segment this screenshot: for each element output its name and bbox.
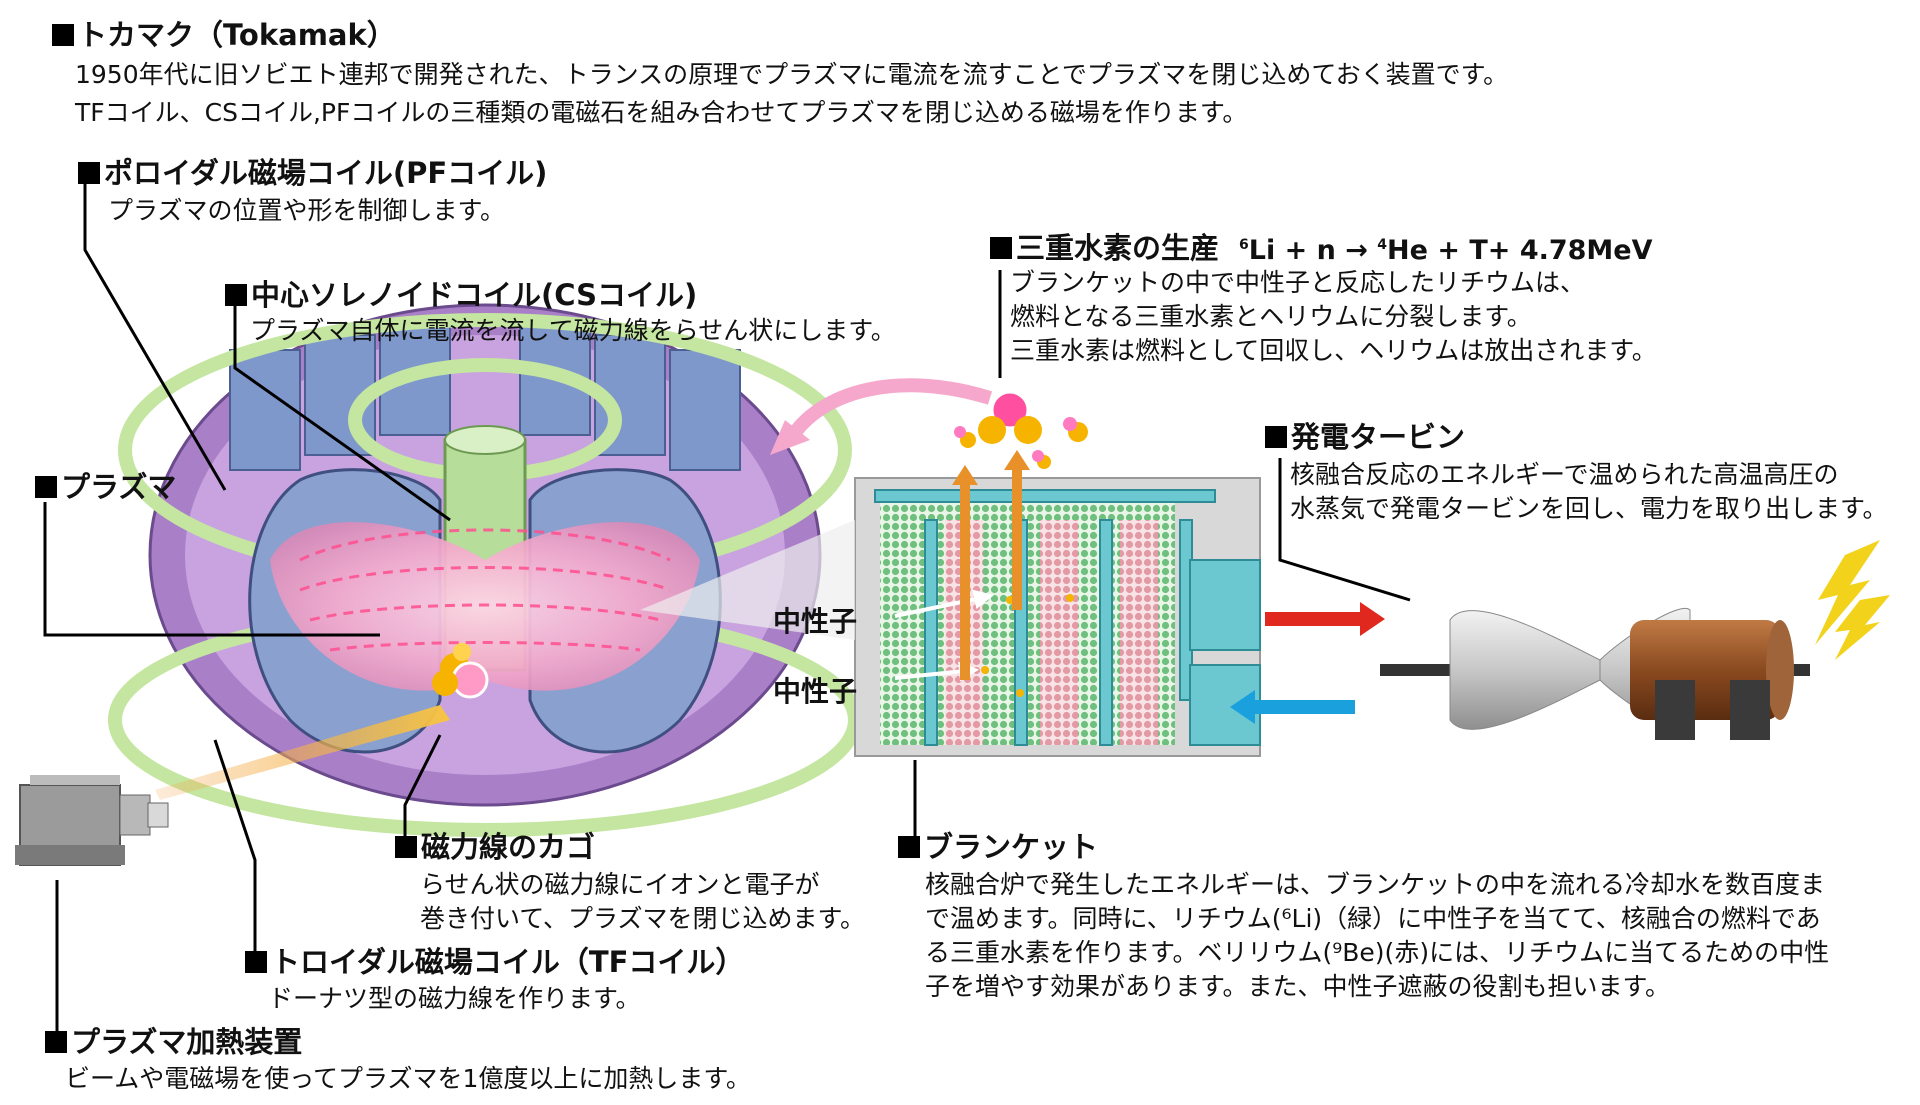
hot-water-arrow: [1265, 612, 1360, 626]
turbine-desc-2: 水蒸気で発電タービンを回し、電力を取り出します。: [1290, 494, 1888, 523]
tritium-desc-3: 三重水素は燃料として回収し、ヘリウムは放出されます。: [1010, 336, 1657, 365]
cold-water-arrow: [1255, 700, 1355, 714]
cage-heading: 磁力線のカゴ: [395, 830, 595, 864]
page-title-text: トカマク（Tokamak）: [78, 18, 396, 52]
neutron-label-1: 中性子: [773, 605, 858, 638]
pf-coil-desc: プラズマの位置や形を制御します。: [108, 196, 506, 225]
zoom-cone: [640, 520, 855, 640]
turbine-desc-1: 核融合反応のエネルギーで温められた高温高圧の: [1290, 460, 1839, 489]
return-arrow: [784, 378, 993, 444]
neutron-label-2: 中性子: [773, 675, 858, 708]
intro-line-2: TFコイル、CSコイル,PFコイルの三種類の電磁石を組み合わせてプラズマを閉じ込…: [75, 98, 1248, 127]
blanket-desc-4: 子を増やす効果があります。また、中性子遮蔽の役割も担います。: [925, 972, 1671, 1001]
blanket-title: ブランケット: [924, 830, 1099, 864]
tf-coil-desc: ドーナツ型の磁力線を作ります。: [268, 984, 641, 1013]
heating-beam: [155, 705, 450, 800]
reaction-particles: [954, 390, 1088, 469]
plasma-title: プラズマ: [61, 470, 177, 504]
cs-coil-title: 中心ソレノイドコイル(CSコイル): [251, 278, 698, 312]
leader-lines: [43, 182, 1411, 1035]
turbine-title: 発電タービン: [1291, 420, 1466, 454]
heating-heading: プラズマ加熱装置: [45, 1025, 302, 1059]
blanket-illustration: [854, 450, 1261, 757]
pf-coil-heading: ポロイダル磁場コイル(PFコイル): [78, 156, 547, 190]
fusion-core: [432, 643, 489, 699]
blanket-desc-2: で温めます。同時に、リチウム(⁶Li)（緑）に中性子を当てて、核融合の燃料であ: [925, 904, 1821, 933]
page-title: トカマク（Tokamak）: [52, 18, 396, 52]
cage-desc-1: らせん状の磁力線にイオンと電子が: [420, 870, 820, 899]
tritium-equation: 6Li + n → 4He + T+ 4.78MeV: [1239, 235, 1653, 266]
magnetic-field-lines: [299, 528, 671, 652]
blanket-desc-1: 核融合炉で発生したエネルギーは、ブランケットの中を流れる冷却水を数百度ま: [925, 870, 1826, 899]
tritium-title: 三重水素の生産: [1016, 231, 1220, 265]
tf-coil-title: トロイダル磁場コイル（TFコイル）: [271, 945, 745, 979]
cs-coil-desc: プラズマ自体に電流を流して磁力線をらせん状にします。: [250, 316, 896, 345]
cs-coil-heading: 中心ソレノイドコイル(CSコイル): [225, 278, 697, 312]
cage-desc-2: 巻き付いて、プラズマを閉じ込めます。: [420, 904, 866, 933]
tokamak-illustration: [108, 303, 862, 837]
cage-title: 磁力線のカゴ: [421, 830, 596, 864]
blanket-desc-3: る三重水素を作ります。ベリリウム(⁹Be)(赤)には、リチウムに当てるための中性: [925, 938, 1830, 967]
turbine-illustration: [1380, 540, 1890, 740]
tritium-desc-2: 燃料となる三重水素とヘリウムに分裂します。: [1010, 302, 1532, 331]
tf-coil-heading: トロイダル磁場コイル（TFコイル）: [245, 945, 744, 979]
turbine-heading: 発電タービン: [1265, 420, 1465, 454]
heating-device-illustration: [15, 775, 169, 866]
blanket-heading: ブランケット: [898, 830, 1098, 864]
tritium-desc-1: ブランケットの中で中性子と反応したリチウムは、: [1010, 268, 1586, 297]
lightning-icon: [1815, 540, 1880, 645]
plasma-heading: プラズマ: [35, 470, 176, 504]
tritium-heading: 三重水素の生産 6Li + n → 4He + T+ 4.78MeV: [990, 228, 1653, 268]
heating-title: プラズマ加熱装置: [71, 1025, 303, 1059]
heating-desc: ビームや電磁場を使ってプラズマを1億度以上に加熱します。: [65, 1064, 751, 1093]
pf-coil-title: ポロイダル磁場コイル(PFコイル): [104, 156, 548, 190]
intro-line-1: 1950年代に旧ソビエト連邦で開発された、トランスの原理でプラズマに電流を流すこ…: [75, 60, 1509, 89]
